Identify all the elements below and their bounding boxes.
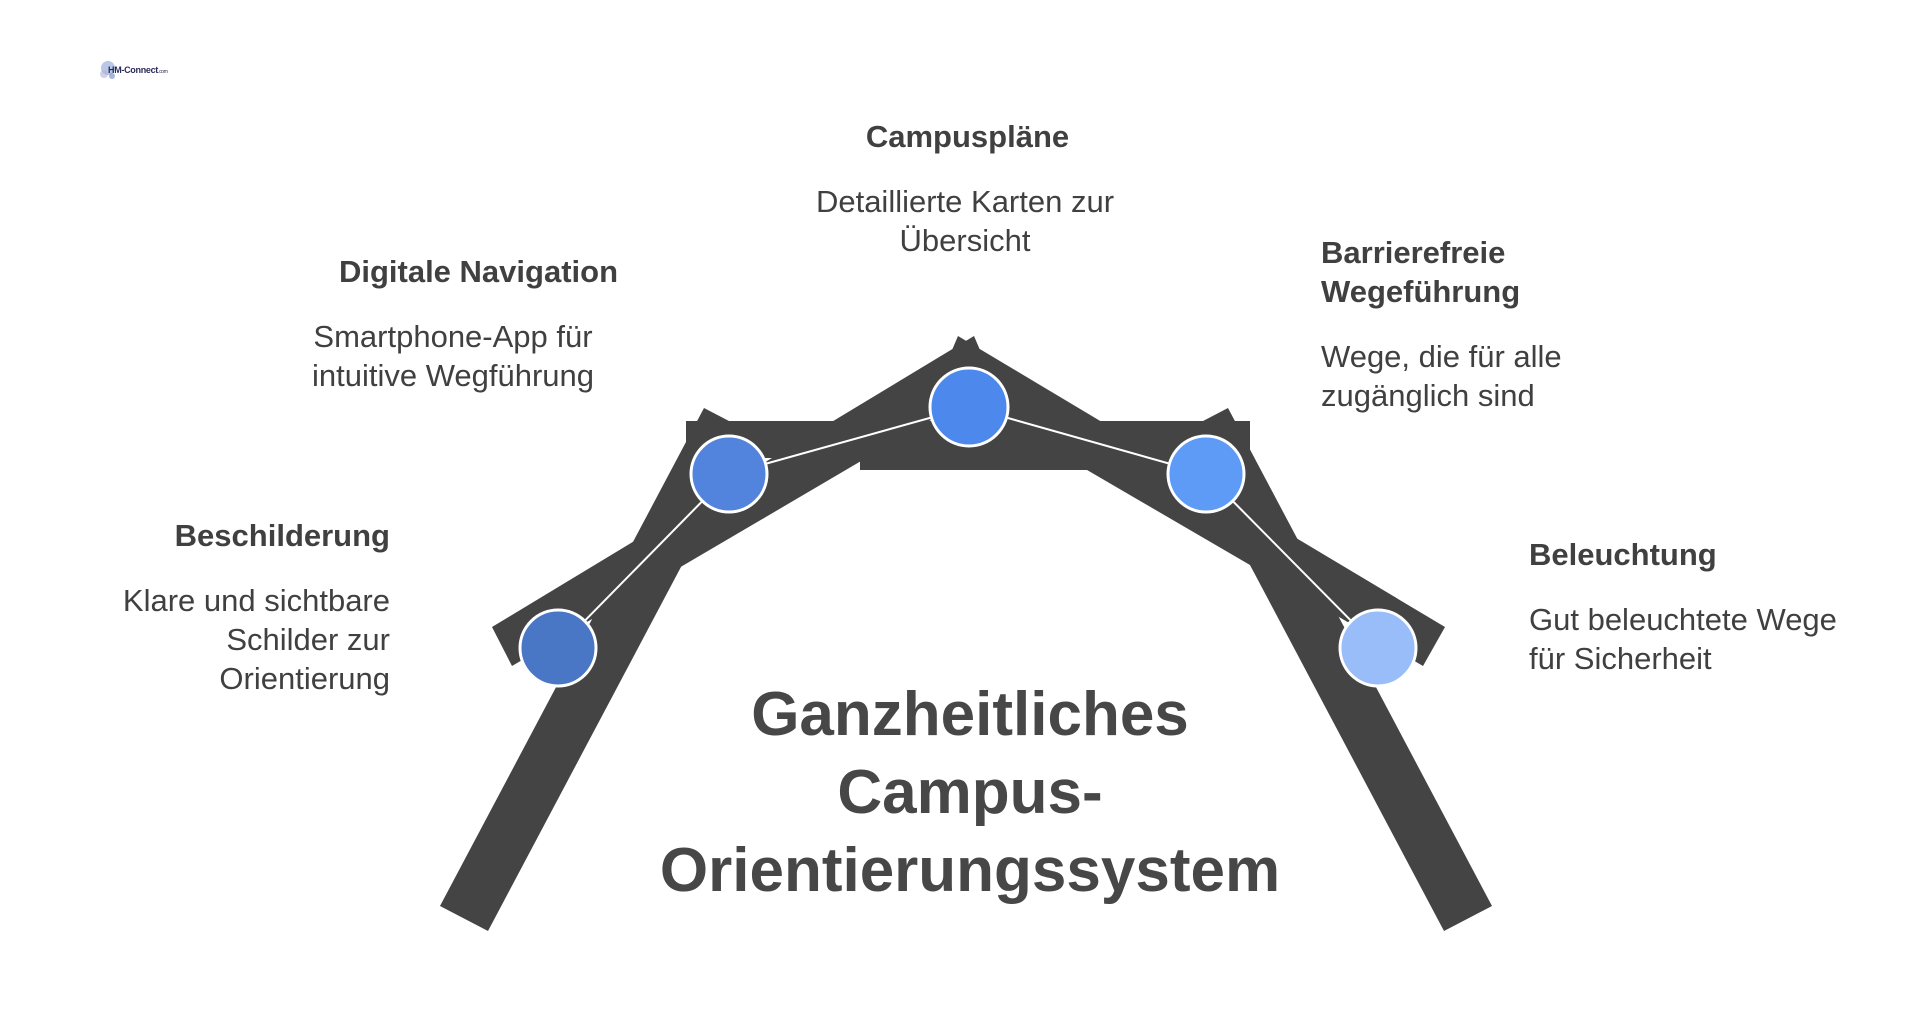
label-barrierefreie-wegefuehrung: Barrierefreie Wegeführung Wege, die für … (1321, 233, 1591, 415)
node-digitale-navigation (689, 434, 769, 514)
label-digitale-navigation: Digitale Navigation Smartphone-App für i… (288, 252, 618, 395)
connector-line (968, 406, 1207, 475)
connector-line (728, 406, 970, 475)
diagram-center-title: Ganzheitliches Campus-Orientierungssyste… (659, 680, 1281, 905)
connector-line (1205, 473, 1379, 649)
item-description: Klare und sichtbare Schilder zur Orienti… (122, 583, 390, 696)
node-beleuchtung (1338, 608, 1418, 688)
item-title: Barrierefreie Wegeführung (1321, 235, 1521, 309)
label-campusplaene: Campuspläne Detaillierte Karten zur Über… (790, 117, 1140, 260)
item-description: Wege, die für alle zugänglich sind (1321, 339, 1562, 413)
node-campusplaene (928, 366, 1010, 448)
logo-splash-icon (100, 61, 115, 79)
item-description: Detaillierte Karten zur Übersicht (815, 184, 1115, 258)
item-title: Beleuchtung (1529, 537, 1717, 572)
logo-text: HM-Connect.com (108, 65, 168, 75)
item-description: Gut beleuchtete Wege für Sicherheit (1529, 602, 1837, 676)
item-title: Beschilderung (174, 518, 390, 553)
node-barrierefreie-wegefuehrung (1166, 434, 1246, 514)
node-beschilderung (518, 608, 598, 688)
label-beleuchtung: Beleuchtung Gut beleuchtete Wege für Sic… (1529, 535, 1869, 678)
item-title: Digitale Navigation (338, 254, 618, 289)
item-description: Smartphone-App für intuitive Wegführung (311, 319, 595, 393)
item-title: Campuspläne (865, 119, 1070, 154)
connector-line (557, 473, 730, 649)
label-beschilderung: Beschilderung Klare und sichtbare Schild… (90, 516, 390, 698)
company-logo: HM-Connect.com (98, 58, 168, 86)
